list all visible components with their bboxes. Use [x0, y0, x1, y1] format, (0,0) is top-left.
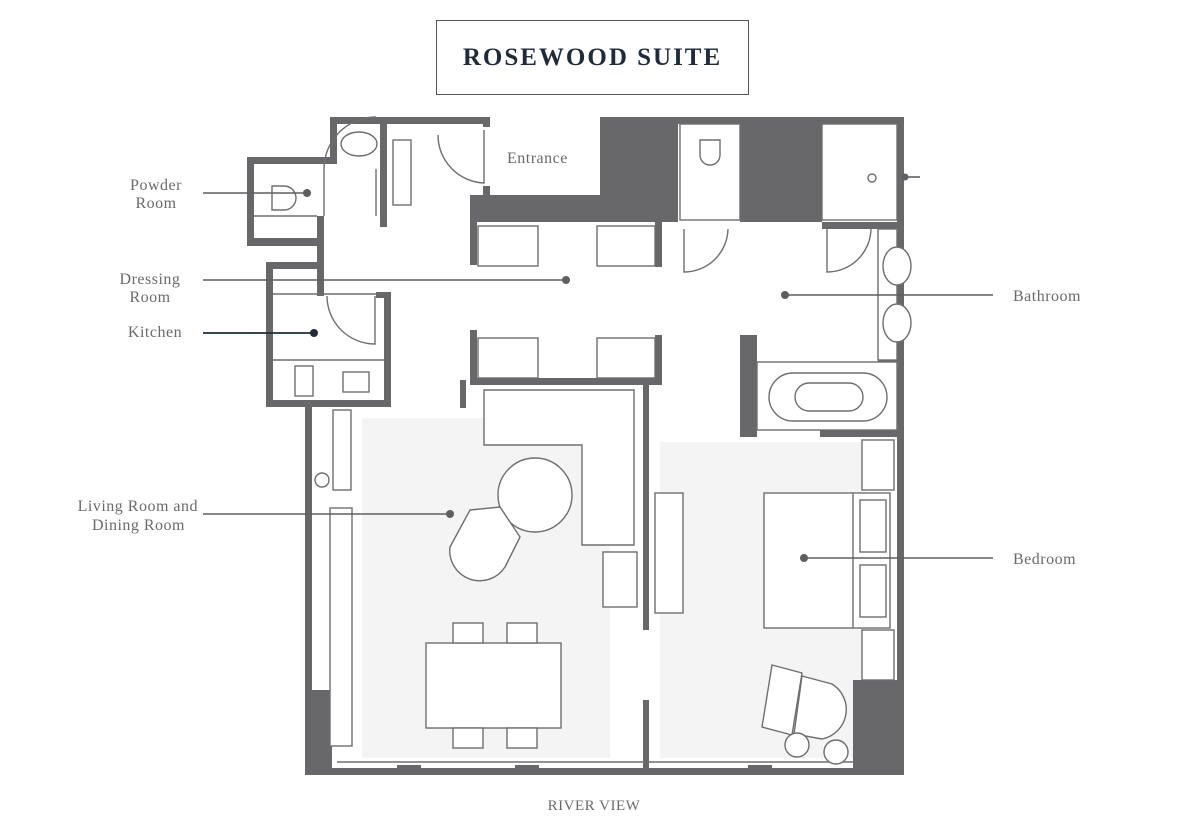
- walls: [247, 117, 904, 775]
- label-river-view: RIVER VIEW: [548, 798, 641, 814]
- label-bedroom: Bedroom: [1013, 551, 1076, 568]
- label-entrance: Entrance: [507, 150, 568, 167]
- title-box: ROSEWOOD SUITE: [436, 20, 749, 95]
- label-powder-line2: Room: [135, 195, 176, 212]
- label-dressing-line2: Room: [129, 289, 170, 306]
- label-bathroom: Bathroom: [1013, 288, 1081, 305]
- sofa-icon: [483, 389, 635, 546]
- label-living-line1: Living Room and: [78, 498, 198, 515]
- stove-icon: [294, 365, 314, 397]
- label-dressing-line1: Dressing: [120, 271, 181, 288]
- kitchen-sink-icon: [342, 371, 370, 393]
- label-kitchen: Kitchen: [128, 324, 182, 341]
- label-powder-line1: Powder: [130, 177, 182, 194]
- dining-table-icon: [425, 642, 562, 729]
- powder-sink-icon: [340, 131, 378, 157]
- fixtures: [254, 116, 912, 765]
- label-living-line2: Dining Room: [92, 517, 185, 534]
- toilet-icon: [271, 185, 297, 211]
- coffee-table-icon: [497, 457, 573, 533]
- tv-unit-icon: [654, 492, 684, 614]
- suite-title: ROSEWOOD SUITE: [462, 43, 723, 71]
- armchair-icon: [449, 506, 521, 582]
- leader-lines: [203, 173, 993, 562]
